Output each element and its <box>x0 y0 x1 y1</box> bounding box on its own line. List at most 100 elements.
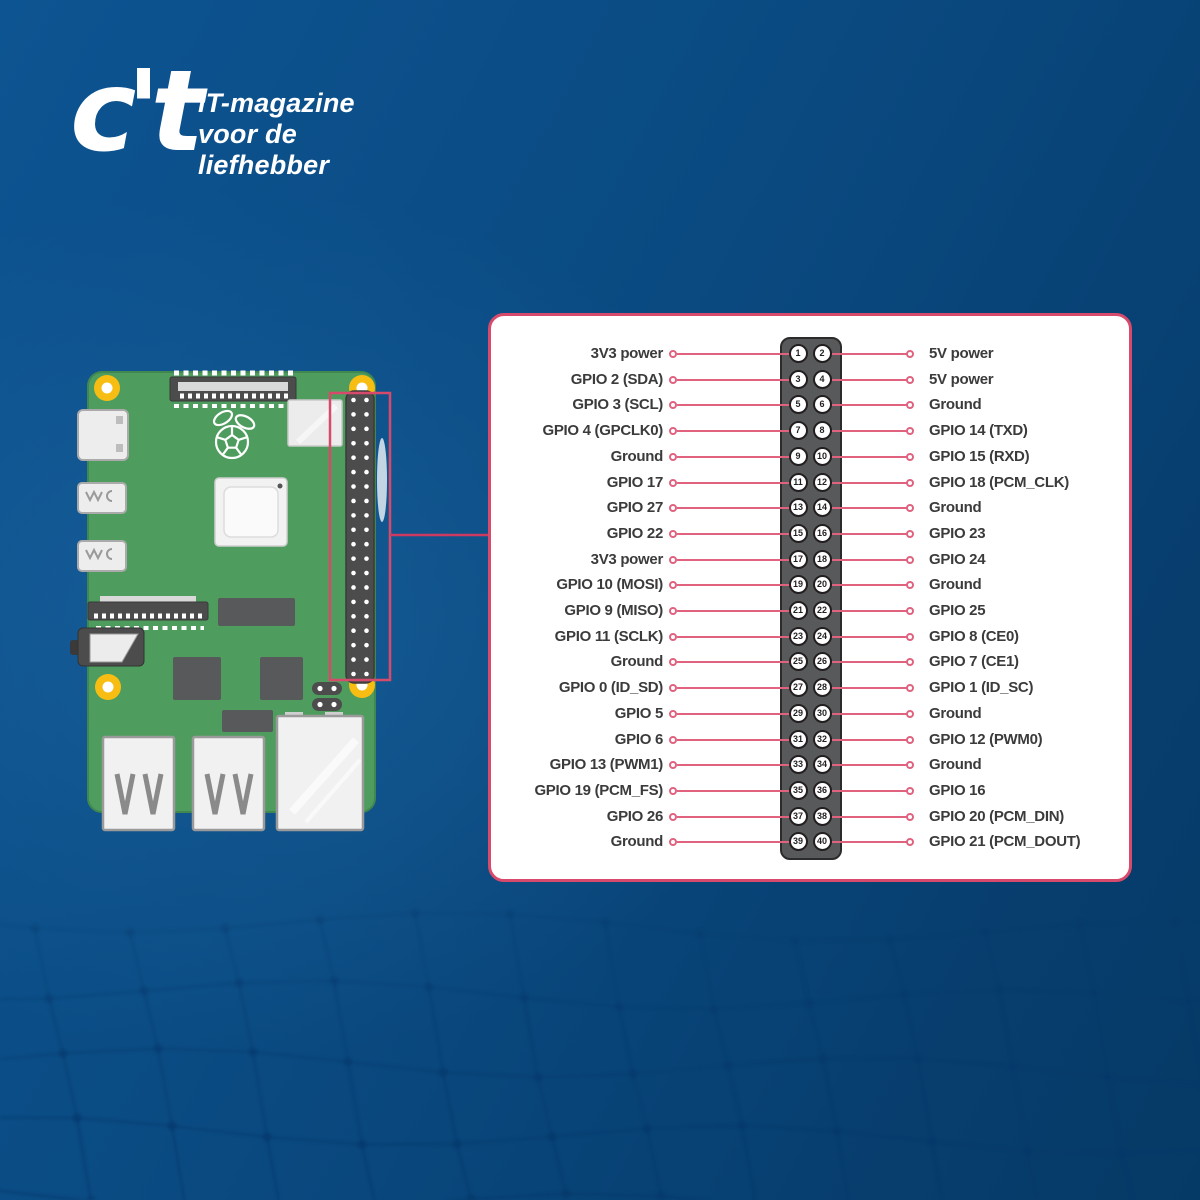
connector-dot-right <box>906 478 914 487</box>
pin-label-left: GPIO 2 (SDA) <box>570 370 664 388</box>
pin-label-right: GPIO 24 <box>929 550 986 568</box>
pin-20: 20 <box>812 575 832 595</box>
connector-dot-left <box>669 581 677 590</box>
raspberry-pi-board-illustration <box>70 370 488 832</box>
tagline-line-1: IT-magazine <box>198 88 355 118</box>
pin-14: 14 <box>812 498 832 518</box>
tagline-line-3: liefhebber <box>198 150 330 180</box>
usb-port-2 <box>191 735 266 832</box>
pin-label-right: GPIO 12 (PWM0) <box>929 730 1043 748</box>
pin-19: 19 <box>788 575 808 595</box>
micro-hdmi-port-2 <box>77 540 127 572</box>
connector-line-right <box>831 430 908 433</box>
connector-line-right <box>831 404 908 407</box>
pin-label-left: Ground <box>610 447 664 465</box>
pin-5: 5 <box>788 395 808 415</box>
pin-39: 39 <box>788 832 808 852</box>
pin-label-right: GPIO 7 (CE1) <box>929 653 1019 671</box>
pin-label-left: GPIO 27 <box>606 499 664 517</box>
pin-38: 38 <box>812 806 832 826</box>
connector-dot-left <box>669 427 677 436</box>
connector-dot-right <box>906 350 914 358</box>
pin-label-right: 5V power <box>929 370 994 388</box>
connector-line-right <box>831 507 908 510</box>
pin-label-left: GPIO 3 (SCL) <box>572 396 663 414</box>
pin-26: 26 <box>812 652 832 672</box>
connector-line-right <box>831 353 908 355</box>
connector-line-left <box>677 558 791 561</box>
pin-label-left: GPIO 10 (MOSI) <box>556 576 663 594</box>
connector-dot-right <box>906 658 914 667</box>
pin-label-right: Ground <box>929 704 982 722</box>
pin-label-right: GPIO 21 (PCM_DOUT) <box>929 833 1081 851</box>
pin-7: 7 <box>788 421 808 441</box>
gpio-header <box>345 390 387 684</box>
pin-label-left: Ground <box>610 653 664 671</box>
connector-line-right <box>831 712 908 715</box>
connector-dot-left <box>669 838 677 847</box>
pin-label-left: Ground <box>610 833 664 851</box>
connector-dot-right <box>906 555 914 564</box>
connector-line-right <box>831 661 908 664</box>
pin-9: 9 <box>788 446 808 466</box>
pin-36: 36 <box>812 780 832 800</box>
pin-29: 29 <box>788 703 808 723</box>
connector-line-right <box>831 378 908 381</box>
tagline-line-2: voor de <box>198 119 297 149</box>
connector-line-right <box>831 687 908 690</box>
pin-label-right: GPIO 18 (PCM_CLK) <box>929 473 1069 491</box>
connector-line-right <box>831 532 908 535</box>
connector-dot-right <box>906 529 914 538</box>
dark-chips <box>173 598 303 732</box>
pin-label-right: GPIO 23 <box>929 524 986 542</box>
pin-label-left: GPIO 4 (GPCLK0) <box>542 422 663 440</box>
connector-line-left <box>677 455 791 458</box>
connector-dot-left <box>669 555 677 564</box>
connector-dot-right <box>906 838 914 847</box>
pin-2: 2 <box>812 344 832 363</box>
ct-logo-wordmark: c't <box>70 47 204 177</box>
connector-dot-left <box>669 709 677 718</box>
connector-line-right <box>831 558 908 561</box>
connector-line-right <box>831 635 908 638</box>
connector-line-left <box>677 712 791 715</box>
connector-dot-left <box>669 607 677 615</box>
connector-line-left <box>677 635 791 638</box>
pin-label-left: 3V3 power <box>590 345 664 362</box>
usb-port-1 <box>101 735 176 832</box>
pin-label-right: GPIO 25 <box>929 602 986 619</box>
connector-dot-right <box>906 632 914 641</box>
pin-18: 18 <box>812 549 832 569</box>
connector-dot-left <box>669 401 677 410</box>
connector-dot-left <box>669 812 677 821</box>
jumper-header <box>312 682 342 711</box>
pin-21: 21 <box>788 601 808 620</box>
connector-dot-right <box>906 427 914 436</box>
connector-dot-left <box>669 350 677 358</box>
connector-line-left <box>677 430 791 433</box>
pin-17: 17 <box>788 549 808 569</box>
pin-11: 11 <box>788 472 808 492</box>
pin-31: 31 <box>788 729 808 749</box>
pin-6: 6 <box>812 395 832 415</box>
pin-8: 8 <box>812 421 832 441</box>
pin-34: 34 <box>812 755 832 775</box>
connector-line-left <box>677 815 791 818</box>
pin-label-right: GPIO 14 (TXD) <box>929 422 1028 440</box>
pin-23: 23 <box>788 626 808 646</box>
connector-line-right <box>831 738 908 741</box>
connector-dot-left <box>669 529 677 538</box>
connector-dot-left <box>669 478 677 487</box>
pin-label-left: GPIO 13 (PWM1) <box>549 756 664 774</box>
